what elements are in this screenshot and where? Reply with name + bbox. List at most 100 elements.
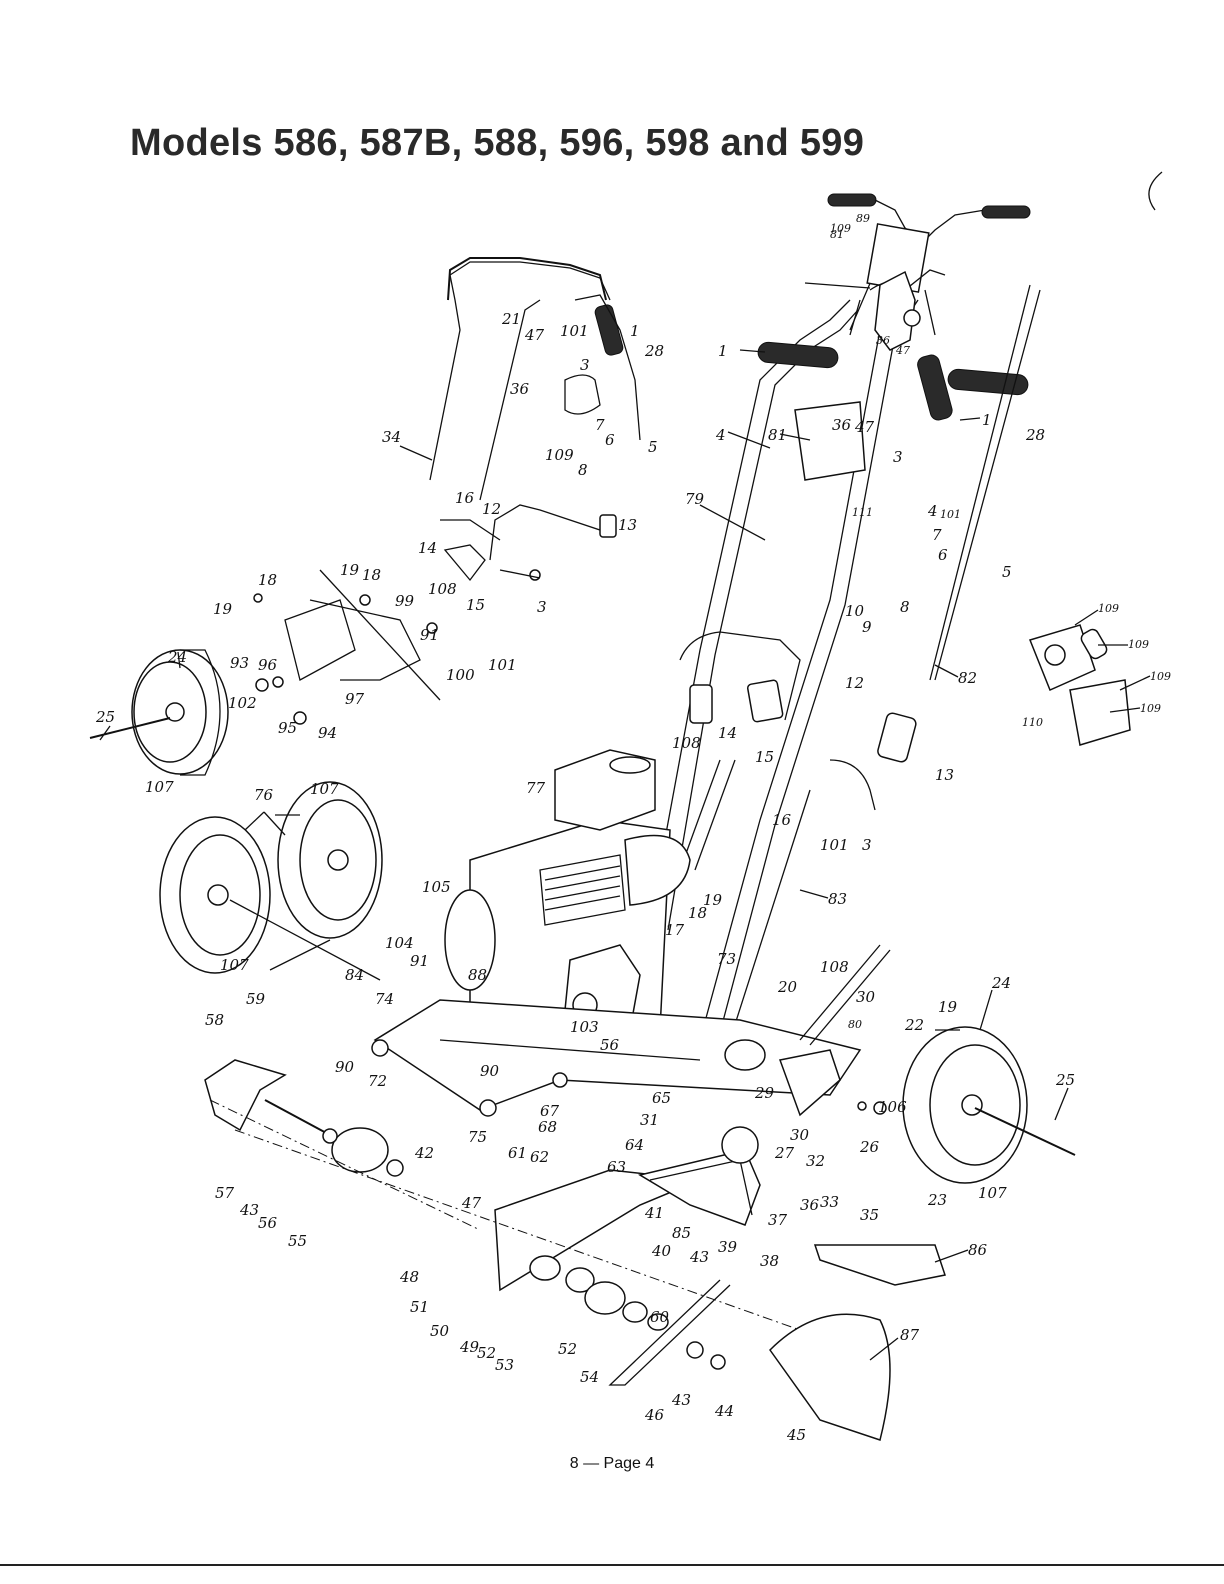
- part-label: 101: [940, 508, 961, 521]
- part-label: 6: [605, 431, 615, 449]
- part-label: 47: [854, 418, 875, 436]
- bottom-rule: [0, 1564, 1224, 1566]
- part-label: 107: [978, 1184, 1007, 1202]
- part-label: 95: [278, 719, 297, 737]
- part-label: 17: [665, 921, 685, 939]
- part-label: 61: [508, 1144, 527, 1162]
- part-label: 5: [1002, 563, 1012, 581]
- part-label: 109: [1128, 638, 1149, 651]
- part-label: 107: [220, 956, 249, 974]
- part-label: 91: [410, 952, 429, 970]
- part-label: 64: [625, 1136, 644, 1154]
- part-label: 97: [345, 690, 365, 708]
- part-label: 109: [545, 446, 574, 464]
- part-label: 20: [777, 978, 798, 996]
- part-label: 48: [399, 1268, 419, 1286]
- part-label: 42: [414, 1144, 434, 1162]
- part-label: 107: [310, 780, 339, 798]
- part-label: 73: [717, 950, 736, 968]
- chassis-frame: [371, 944, 891, 1117]
- part-label: 38: [760, 1252, 779, 1270]
- part-label: 36: [510, 380, 530, 398]
- part-label: 23: [927, 1191, 947, 1209]
- part-label: 109: [1098, 602, 1119, 615]
- part-label: 4: [715, 426, 726, 444]
- part-label: 74: [375, 990, 394, 1008]
- part-label: 108: [672, 734, 701, 752]
- part-label: 3: [893, 448, 903, 466]
- part-label: 81: [830, 228, 844, 241]
- part-label: 57: [215, 1184, 235, 1202]
- blade-drive-assembly: [204, 1059, 946, 1441]
- part-label: 89: [856, 212, 870, 225]
- left-wheel-assembly: [89, 569, 441, 776]
- part-label: 46: [644, 1406, 665, 1424]
- callout-leaders: [99, 349, 1151, 1361]
- part-label: 24: [991, 974, 1011, 992]
- part-label: 51: [410, 1298, 429, 1316]
- part-label: 58: [205, 1011, 224, 1029]
- part-label: 110: [1022, 716, 1043, 729]
- part-label: 101: [488, 656, 517, 674]
- part-label: 1: [630, 322, 640, 340]
- part-label: 12: [845, 674, 864, 692]
- part-label: 34: [382, 428, 401, 446]
- part-label: 43: [671, 1391, 691, 1409]
- part-label: 43: [239, 1201, 259, 1219]
- part-label: 19: [213, 600, 233, 618]
- inset-handle-detail: [804, 193, 1031, 336]
- part-label: 88: [468, 966, 487, 984]
- part-label: 59: [246, 990, 266, 1008]
- part-label: 9: [862, 618, 872, 636]
- part-label: 24: [167, 648, 187, 666]
- part-label: 32: [806, 1152, 825, 1170]
- part-label: 72: [368, 1072, 387, 1090]
- part-label: 26: [859, 1138, 880, 1156]
- part-label: 36: [832, 416, 852, 434]
- part-label: 12: [482, 500, 501, 518]
- part-label: 56: [600, 1036, 620, 1054]
- part-label: 18: [258, 571, 277, 589]
- part-label: 52: [558, 1340, 577, 1358]
- part-label: 36: [800, 1196, 820, 1214]
- part-label: 19: [703, 891, 723, 909]
- part-label: 45: [786, 1426, 806, 1444]
- part-label: 47: [461, 1194, 482, 1212]
- page-title: Models 586, 587B, 588, 596, 598 and 599: [130, 122, 865, 164]
- part-label: 104: [385, 934, 414, 952]
- part-label: 93: [230, 654, 249, 672]
- part-label: 107: [145, 778, 174, 796]
- part-label: 8: [578, 461, 588, 479]
- part-label: 83: [828, 890, 847, 908]
- part-label: 14: [718, 724, 737, 742]
- part-label: 81: [768, 426, 787, 444]
- part-label: 103: [570, 1018, 599, 1036]
- part-label: 1: [718, 342, 728, 360]
- part-label: 28: [644, 342, 664, 360]
- part-label: 36: [876, 334, 890, 347]
- part-label: 19: [938, 998, 958, 1016]
- part-label: 96: [258, 656, 278, 674]
- part-label: 7: [932, 526, 942, 544]
- part-label: 111: [852, 506, 873, 519]
- part-label: 30: [790, 1126, 810, 1144]
- upper-handle-assembly-left: [429, 257, 641, 582]
- part-label: 19: [340, 561, 360, 579]
- part-label: 37: [768, 1211, 788, 1229]
- part-label: 76: [254, 786, 274, 804]
- part-label: 3: [537, 598, 547, 616]
- part-label: 109: [830, 222, 851, 235]
- part-label: 50: [430, 1322, 450, 1340]
- part-label: 30: [856, 988, 876, 1006]
- part-label: 13: [935, 766, 954, 784]
- part-label: 90: [480, 1062, 500, 1080]
- part-label: 6: [938, 546, 948, 564]
- part-label: 8: [900, 598, 910, 616]
- part-label: 85: [672, 1224, 691, 1242]
- part-label: 56: [258, 1214, 278, 1232]
- part-label: 106: [878, 1098, 907, 1116]
- part-label: 91: [420, 626, 439, 644]
- part-label: 21: [501, 310, 521, 328]
- part-label: 109: [1140, 702, 1161, 715]
